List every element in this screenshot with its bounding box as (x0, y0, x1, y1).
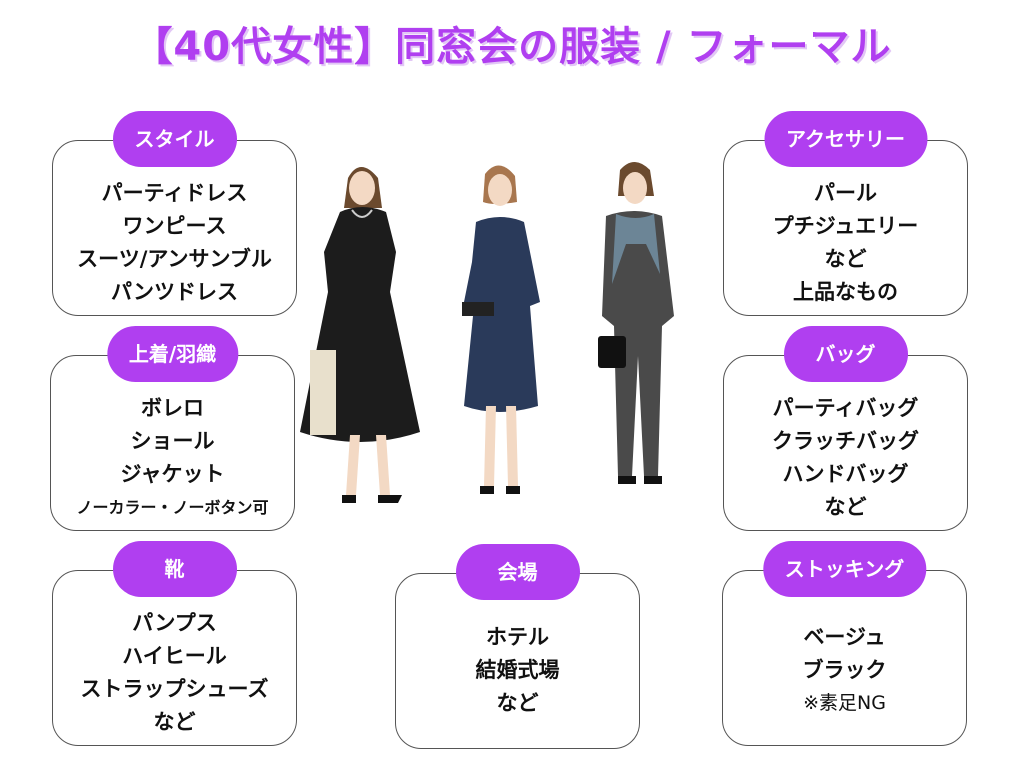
card-item: ハンドバッグ (782, 462, 909, 486)
women-illustration (300, 162, 674, 503)
card-item: パンツドレス (110, 280, 239, 304)
card-item: ベージュ (803, 625, 886, 649)
card-item: ホテル (486, 625, 549, 649)
card-outer: 上着/羽織 ボレロ ショール ジャケット ノーカラー・ノーボタン可 (50, 326, 295, 531)
card-label: 靴 (112, 541, 237, 597)
card-item: プチジュエリー (772, 214, 919, 238)
card-stocking: ストッキング ベージュ ブラック ※素足NG (722, 541, 967, 746)
card-item: ワンピース (122, 214, 227, 238)
card-item: など (496, 691, 539, 715)
woman-navy-dress (462, 165, 540, 494)
card-accessory: アクセサリー パール プチジュエリー など 上品なもの (723, 111, 968, 316)
card-venue: 会場 ホテル 結婚式場 など (395, 544, 640, 749)
card-item: パンプス (132, 611, 217, 635)
card-item: 結婚式場 (475, 658, 560, 682)
card-item: ショール (130, 429, 215, 453)
card-item: スーツ/アンサンブル (77, 247, 272, 271)
card-label: 会場 (455, 544, 580, 600)
card-item: クラッチバッグ (772, 429, 919, 453)
card-label: ストッキング (762, 541, 927, 597)
card-item: パール (814, 181, 877, 205)
card-label: スタイル (112, 111, 237, 167)
card-item: ブラック (802, 658, 887, 682)
card-item: ※素足NG (803, 692, 886, 714)
card-item: ジャケット (120, 462, 225, 486)
card-item: ハイヒール (122, 644, 227, 668)
card-item: ボレロ (141, 396, 204, 420)
card-label: 上着/羽織 (106, 326, 239, 382)
page-title: 【40代女性】同窓会の服装 / フォーマル (132, 24, 892, 70)
card-item: など (824, 495, 867, 519)
card-style: スタイル パーティドレス ワンピース スーツ/アンサンブル パンツドレス (52, 111, 297, 316)
card-item: パーティバッグ (772, 396, 919, 420)
woman-gray-suit (598, 162, 674, 484)
card-item: など (153, 710, 196, 734)
card-item: 上品なもの (793, 280, 898, 304)
card-shoes: 靴 パンプス ハイヒール ストラップシューズ など (52, 541, 297, 746)
card-item: ノーカラー・ノーボタン可 (76, 498, 269, 517)
card-item: ストラップシューズ (80, 677, 269, 701)
woman-black-dress (300, 167, 420, 503)
card-label: バッグ (783, 326, 908, 382)
card-bag: バッグ パーティバッグ クラッチバッグ ハンドバッグ など (723, 326, 968, 531)
card-item: など (824, 247, 867, 271)
card-item: パーティドレス (101, 181, 248, 205)
card-label: アクセサリー (764, 111, 927, 167)
